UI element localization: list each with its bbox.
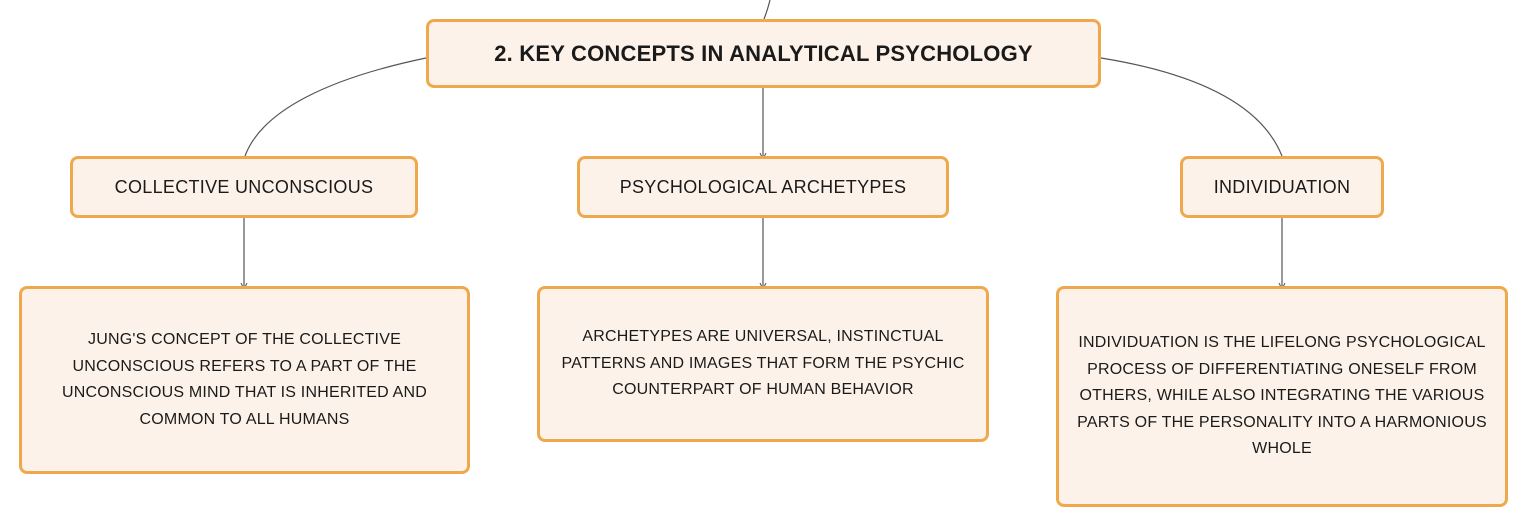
detail-node-text: JUNG'S CONCEPT OF THE COLLECTIVE UNCONSC… [62, 331, 427, 428]
detail-node-individuation[interactable]: INDIVIDUATION IS THE LIFELONG PSYCHOLOGI… [1056, 286, 1508, 507]
connector-root-to-collective-unconscious [244, 57, 427, 157]
topic-node-individuation[interactable]: INDIVIDUATION [1180, 156, 1384, 218]
topic-node-label: COLLECTIVE UNCONSCIOUS [114, 176, 374, 197]
root-node-label: 2. KEY CONCEPTS IN ANALYTICAL PSYCHOLOGY [494, 40, 1033, 66]
detail-node-collective-unconscious[interactable]: JUNG'S CONCEPT OF THE COLLECTIVE UNCONSC… [19, 286, 470, 474]
root-node[interactable]: 2. KEY CONCEPTS IN ANALYTICAL PSYCHOLOGY [426, 19, 1101, 88]
topic-node-collective-unconscious[interactable]: COLLECTIVE UNCONSCIOUS [70, 156, 418, 218]
detail-node-text: ARCHETYPES ARE UNIVERSAL, INSTINCTUAL PA… [561, 328, 965, 399]
detail-node-psychological-archetypes[interactable]: ARCHETYPES ARE UNIVERSAL, INSTINCTUAL PA… [537, 286, 989, 442]
detail-node-text: INDIVIDUATION IS THE LIFELONG PSYCHOLOGI… [1077, 334, 1487, 458]
topic-node-label: PSYCHOLOGICAL ARCHETYPES [619, 176, 907, 197]
topic-node-label: INDIVIDUATION [1213, 176, 1351, 197]
connector-root-to-individuation [1100, 57, 1283, 157]
topic-node-psychological-archetypes[interactable]: PSYCHOLOGICAL ARCHETYPES [577, 156, 949, 218]
connector-incoming [763, 0, 771, 20]
